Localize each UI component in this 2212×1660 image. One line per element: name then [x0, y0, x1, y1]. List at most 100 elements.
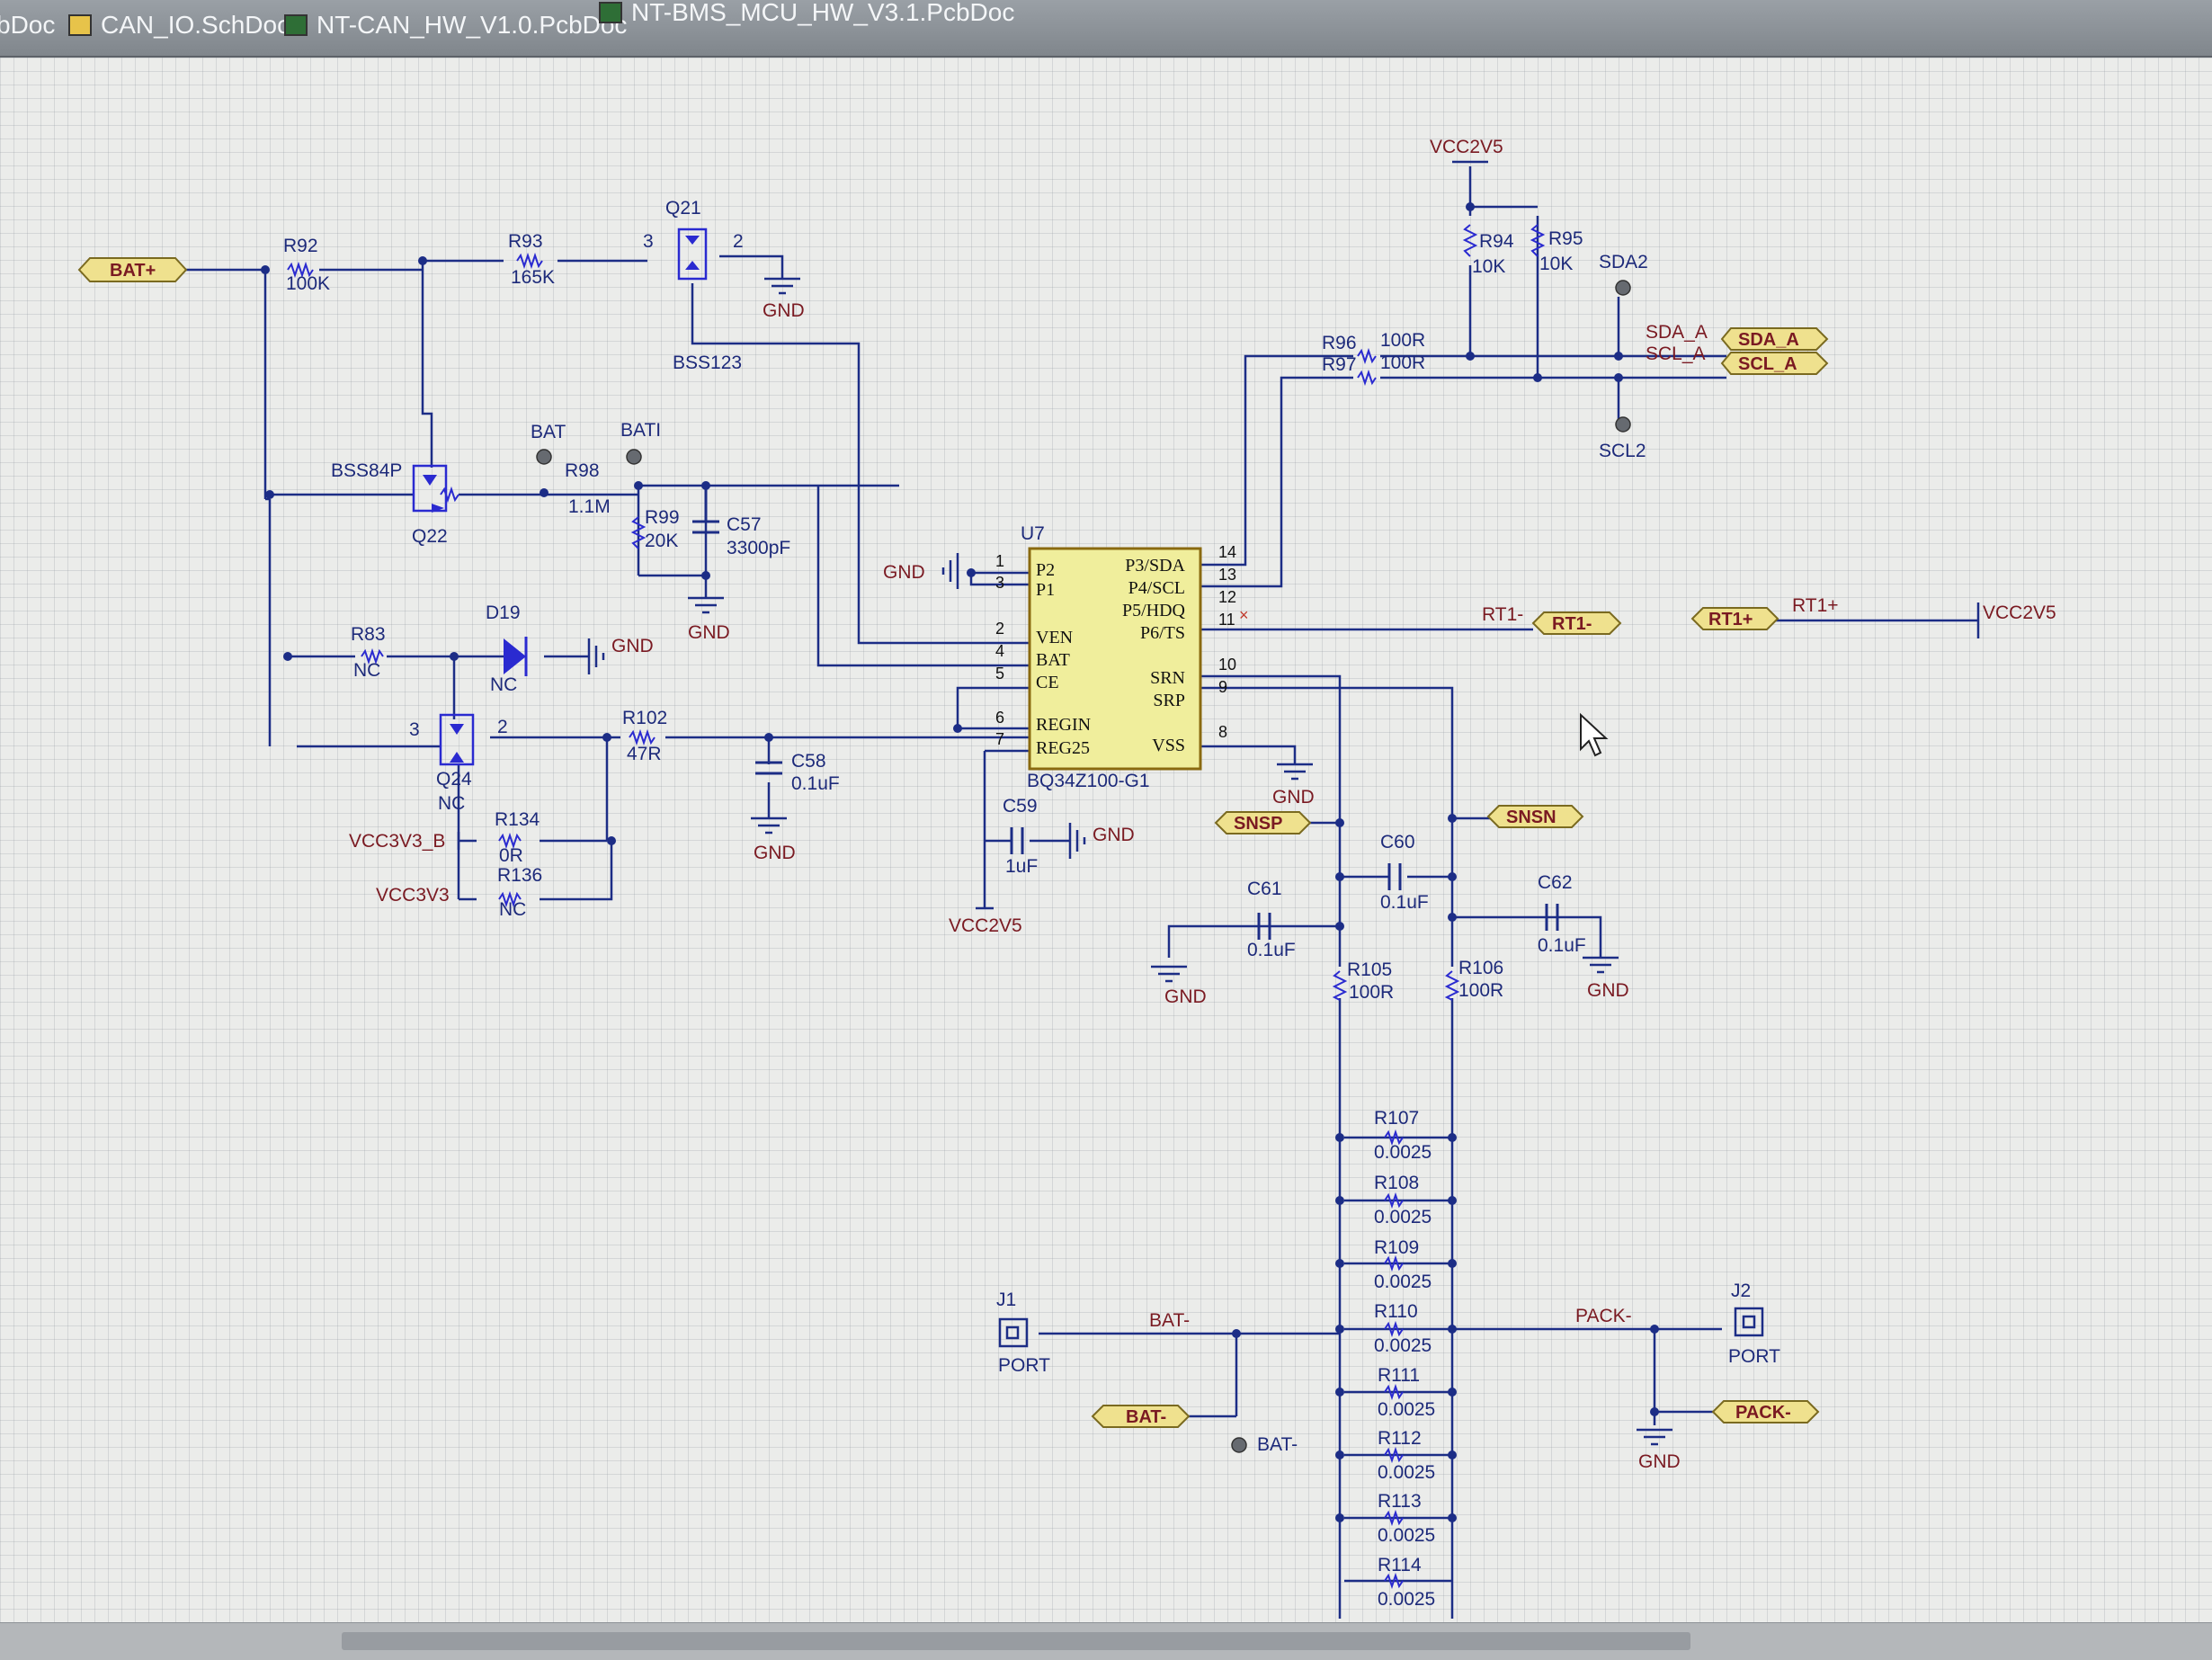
component-labels: R92 100K R93 165K R94 10K R95 10K R96 10…: [283, 198, 1780, 1610]
vcc2v5-bottom-label: VCC2V5: [949, 915, 1022, 936]
gnd-c59: GND: [1093, 825, 1135, 845]
c58-ref: C58: [791, 751, 826, 772]
c60-value: 0.1uF: [1380, 892, 1429, 913]
port-bat-minus[interactable]: BAT-: [1091, 1405, 1191, 1428]
port-scl-a[interactable]: SCL_A: [1720, 352, 1829, 375]
r109-ref: R109: [1374, 1237, 1419, 1258]
r109-value: 0.0025: [1374, 1272, 1432, 1292]
q24-gate-pin: 3: [409, 719, 420, 740]
q21-ref: Q21: [665, 198, 701, 219]
port-rt1-plus[interactable]: RT1+: [1690, 607, 1779, 630]
r105-value: 100R: [1349, 982, 1394, 1003]
chip-u7-body[interactable]: [1028, 547, 1202, 771]
svg-text:5: 5: [995, 665, 1004, 683]
c57-ref: C57: [727, 514, 762, 535]
r112-ref: R112: [1378, 1428, 1422, 1449]
port-snsp[interactable]: SNSP: [1214, 811, 1312, 834]
testpoint-symbols: [536, 280, 1631, 1453]
document-tab-bar: bDoc CAN_IO.SchDoc NT-CAN_HW_V1.0.PcbDoc…: [0, 0, 2212, 58]
gnd-c58: GND: [754, 843, 796, 863]
d19-value: NC: [490, 674, 517, 695]
c61-value: 0.1uF: [1247, 940, 1296, 960]
schematic-sheet[interactable]: U7 BQ34Z100-G1 P2 P1 VEN BAT CE REGIN RE…: [0, 58, 2212, 1622]
horizontal-scrollbar[interactable]: [0, 1622, 2212, 1660]
scrollbar-thumb[interactable]: [342, 1632, 1690, 1650]
mouse-cursor-icon: [1580, 712, 1609, 757]
svg-text:BAT+: BAT+: [110, 261, 156, 281]
r136-ref: R136: [497, 865, 542, 886]
c58-value: 0.1uF: [791, 773, 840, 794]
r93-value: 165K: [511, 267, 555, 288]
r108-ref: R108: [1374, 1173, 1419, 1193]
c62-ref: C62: [1538, 872, 1573, 893]
q22-ref: Q22: [412, 526, 448, 547]
r98-ref: R98: [565, 460, 600, 481]
chip-part-number: BQ34Z100-G1: [1027, 771, 1150, 791]
r107-value: 0.0025: [1374, 1142, 1432, 1163]
j1-part: PORT: [998, 1355, 1050, 1376]
q24-drain-pin: 2: [497, 717, 508, 737]
r110-ref: R110: [1374, 1301, 1418, 1322]
net-rt1-minus: RT1-: [1482, 604, 1523, 625]
r95-value: 10K: [1539, 254, 1573, 274]
port-bat-plus[interactable]: BAT+: [77, 257, 188, 282]
port-flags: BAT+ SDA_A SCL_A RT1- RT1+ SNSP SNSN BA: [77, 257, 1829, 1428]
svg-text:RT1-: RT1-: [1552, 614, 1592, 634]
r99-value: 20K: [645, 531, 678, 551]
tab-label: NT-BMS_MCU_HW_V3.1.PcbDoc: [631, 0, 1015, 26]
diode-d19-icon[interactable]: [504, 638, 526, 674]
r111-ref: R111: [1378, 1365, 1420, 1386]
vcc3v3-b-label: VCC3V3_B: [349, 831, 445, 852]
svg-text:1: 1: [995, 552, 1004, 570]
pin-p6-ts: P6/TS: [1140, 623, 1185, 643]
testpoint-bat-minus-label: BAT-: [1257, 1434, 1298, 1455]
testpoint-scl2-label: SCL2: [1599, 441, 1646, 461]
tab-can-io-schdoc[interactable]: CAN_IO.SchDoc: [68, 5, 290, 45]
port-snsn[interactable]: SNSN: [1486, 805, 1584, 828]
svg-text:SCL_A: SCL_A: [1738, 354, 1797, 374]
port-sda-a[interactable]: SDA_A: [1720, 327, 1829, 351]
tab-label: NT-CAN_HW_V1.0.PcbDoc: [317, 11, 628, 39]
gnd-c61: GND: [1164, 986, 1207, 1007]
schematic-canvas: U7 BQ34Z100-G1 P2 P1 VEN BAT CE REGIN RE…: [77, 137, 2056, 1619]
gnd-vss: GND: [1272, 787, 1315, 808]
tab-bdoc[interactable]: bDoc: [0, 5, 55, 45]
r95-ref: R95: [1548, 228, 1583, 249]
gnd-p2: GND: [883, 562, 925, 583]
port-rt1-minus[interactable]: RT1-: [1531, 611, 1622, 635]
net-sda-a: SDA_A: [1646, 322, 1708, 343]
pin-p3-sda: P3/SDA: [1125, 556, 1185, 576]
q21-part: BSS123: [673, 353, 742, 373]
r111-value: 0.0025: [1378, 1399, 1435, 1420]
pcb-doc-icon: [284, 14, 308, 36]
pin-ven: VEN: [1036, 628, 1073, 647]
vcc2v5-right-label: VCC2V5: [1983, 602, 2056, 623]
chip-left-pin-numbers: 1 3 2 4 5 6 7: [995, 552, 1004, 748]
svg-text:11: 11: [1218, 611, 1235, 629]
gnd-q21: GND: [763, 300, 805, 321]
q21-gate-pin: 3: [643, 231, 654, 252]
r108-value: 0.0025: [1374, 1207, 1432, 1227]
svg-text:13: 13: [1218, 566, 1236, 584]
r94-ref: R94: [1479, 231, 1514, 252]
c57-value: 3300pF: [727, 538, 790, 558]
c59-value: 1uF: [1005, 856, 1038, 877]
pcb-doc-icon: [599, 2, 622, 23]
j2-ref: J2: [1731, 1281, 1751, 1301]
r92-value: 100K: [286, 273, 330, 294]
net-scl-a: SCL_A: [1646, 344, 1706, 364]
r98-value: 1.1M: [568, 496, 611, 517]
r113-ref: R113: [1378, 1491, 1422, 1512]
svg-text:3: 3: [995, 574, 1004, 592]
q22-part: BSS84P: [331, 460, 402, 481]
tab-nt-bms-mcu-hw-pcbdoc[interactable]: NT-BMS_MCU_HW_V3.1.PcbDoc: [599, 0, 1014, 32]
tab-nt-can-hw-pcbdoc[interactable]: NT-CAN_HW_V1.0.PcbDoc: [284, 5, 627, 45]
r105-ref: R105: [1347, 959, 1392, 980]
port-pack-minus[interactable]: PACK-: [1711, 1400, 1820, 1423]
pin-regin: REGIN: [1036, 715, 1091, 735]
svg-text:8: 8: [1218, 723, 1227, 741]
svg-text:9: 9: [1218, 678, 1227, 696]
pin-srp: SRP: [1153, 691, 1185, 710]
q21-drain-pin: 2: [733, 231, 744, 252]
tab-label: CAN_IO.SchDoc: [101, 11, 290, 39]
